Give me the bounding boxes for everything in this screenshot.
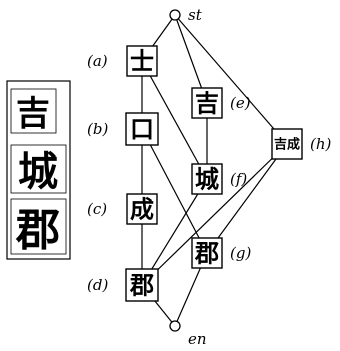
node-a-box	[126, 45, 158, 77]
node-g-label: (g)	[230, 244, 251, 262]
node-b-glyph: 口	[130, 116, 154, 144]
node-g: 郡 (g)	[191, 237, 251, 269]
start-label: st	[188, 6, 203, 24]
edge-a-f	[141, 60, 208, 180]
node-e-label: (e)	[230, 94, 251, 112]
source-glyph-1: 吉	[16, 94, 50, 134]
node-d-box	[125, 268, 159, 302]
node-c-label: (c)	[87, 200, 107, 218]
start-node	[169, 9, 181, 21]
end-terminal: en	[169, 320, 207, 348]
node-f-box	[191, 163, 223, 195]
edge-h-g	[206, 143, 288, 254]
start-terminal: st	[169, 6, 203, 24]
node-a-label: (a)	[87, 52, 108, 70]
source-image: 吉 城 郡	[6, 80, 71, 260]
edge-f-d	[141, 178, 208, 286]
lattice-nodes: 士 (a) 口 (b) 成 (c) 郡 (d) 吉 (e) 城 (f) 郡 (g) 吉成 (h)	[87, 45, 332, 302]
node-h: 吉成 (h)	[271, 128, 332, 160]
node-a-glyph: 士	[130, 48, 154, 76]
node-c-box	[126, 193, 158, 225]
node-g-glyph: 郡	[194, 240, 219, 268]
node-d-label: (d)	[87, 276, 108, 294]
node-a: 士 (a)	[87, 45, 158, 77]
end-node	[169, 320, 181, 332]
node-b: 口 (b)	[87, 112, 159, 146]
node-h-box	[271, 128, 303, 160]
node-b-box	[125, 112, 159, 146]
source-segment-3	[10, 198, 67, 255]
node-e-box	[191, 87, 223, 119]
source-image-frame	[6, 80, 71, 260]
node-f-label: (f)	[230, 170, 247, 188]
node-f: 城 (f)	[191, 163, 247, 195]
node-d-glyph: 郡	[129, 272, 154, 300]
source-segment-2	[10, 144, 67, 194]
edge-h-d	[141, 143, 288, 286]
node-h-glyph: 吉成	[274, 137, 300, 153]
node-h-label: (h)	[310, 135, 332, 153]
node-d: 郡 (d)	[87, 268, 159, 302]
source-glyph-3: 郡	[15, 205, 60, 256]
node-c-glyph: 成	[130, 196, 154, 224]
node-f-glyph: 城	[195, 166, 219, 194]
node-b-label: (b)	[87, 120, 108, 138]
source-glyph-2: 城	[18, 149, 58, 195]
node-e: 吉 (e)	[191, 87, 251, 119]
node-e-glyph: 吉	[195, 90, 219, 118]
node-c: 成 (c)	[87, 193, 158, 225]
source-segment-1	[10, 88, 57, 134]
edge-st-h	[174, 14, 288, 145]
end-label: en	[188, 330, 207, 348]
node-g-box	[191, 237, 223, 269]
